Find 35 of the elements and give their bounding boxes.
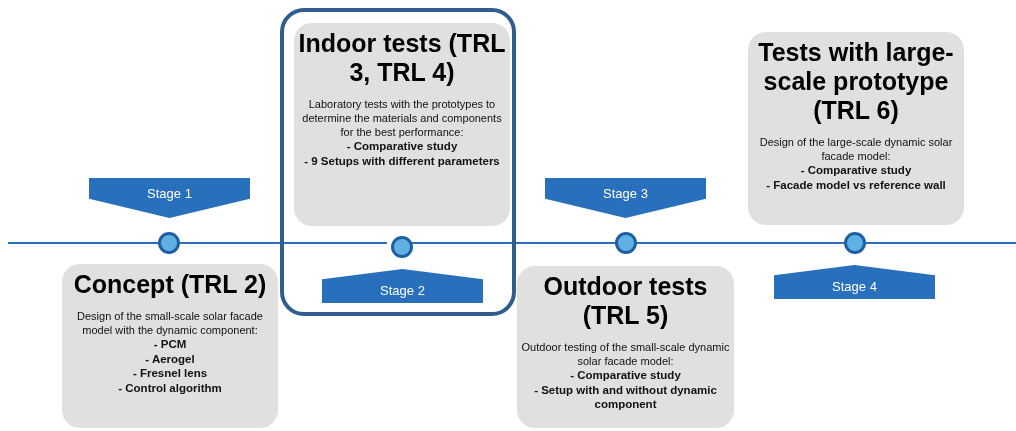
- timeline-dot: [615, 232, 637, 254]
- bullet-item: - Aerogel: [145, 351, 195, 366]
- highlight-frame: [280, 8, 516, 316]
- timeline-line: [636, 242, 845, 244]
- bullet-item: - Fresnel lens: [132, 366, 208, 381]
- card-title: Indoor tests (TRL 3, TRL 4): [298, 29, 506, 87]
- timeline-dot: [391, 236, 413, 258]
- bullet-item: - 9 Setups with different parameters: [304, 153, 500, 168]
- bullet-item: - Comparative study: [346, 139, 458, 154]
- bullet-item: - Comparative study: [800, 163, 912, 178]
- bullet-item: - PCM: [153, 337, 187, 352]
- bullet-item: - Facade model vs reference wall: [766, 177, 946, 192]
- timeline-dot: [158, 232, 180, 254]
- timeline-line: [865, 242, 1016, 244]
- card-description: Laboratory tests with the prototypes to determine the materials and components for the best performance:: [301, 97, 503, 139]
- stage-banner: Stage 1: [89, 178, 250, 218]
- card-description: Design of the large-scale dynamic solar facade model:: [758, 135, 954, 163]
- card-description: Outdoor testing of the small-scale dynamic solar facade model:: [521, 340, 730, 368]
- card-description: Design of the small-scale solar facade model with the dynamic component:: [76, 309, 264, 337]
- timeline-dot: [844, 232, 866, 254]
- stage-banner: Stage 2: [322, 269, 483, 303]
- stage-card: [748, 32, 964, 225]
- card-title: Concept (TRL 2): [73, 270, 267, 299]
- bullet-item: - Setup with and without dynamic component: [533, 382, 718, 412]
- stage-banner: Stage 3: [545, 178, 706, 218]
- timeline-line: [179, 242, 388, 244]
- stage-banner: Stage 4: [774, 265, 935, 299]
- bullet-item: - Comparative study: [570, 368, 681, 383]
- timeline-line: [7, 242, 159, 244]
- stage-card: [294, 23, 510, 226]
- stage-card: [517, 266, 734, 428]
- stage-card: [62, 264, 278, 428]
- card-title: Tests with large-scale prototype (TRL 6): [757, 38, 955, 125]
- card-title: Outdoor tests (TRL 5): [542, 272, 709, 330]
- bullet-item: - Control algorithm: [118, 380, 222, 395]
